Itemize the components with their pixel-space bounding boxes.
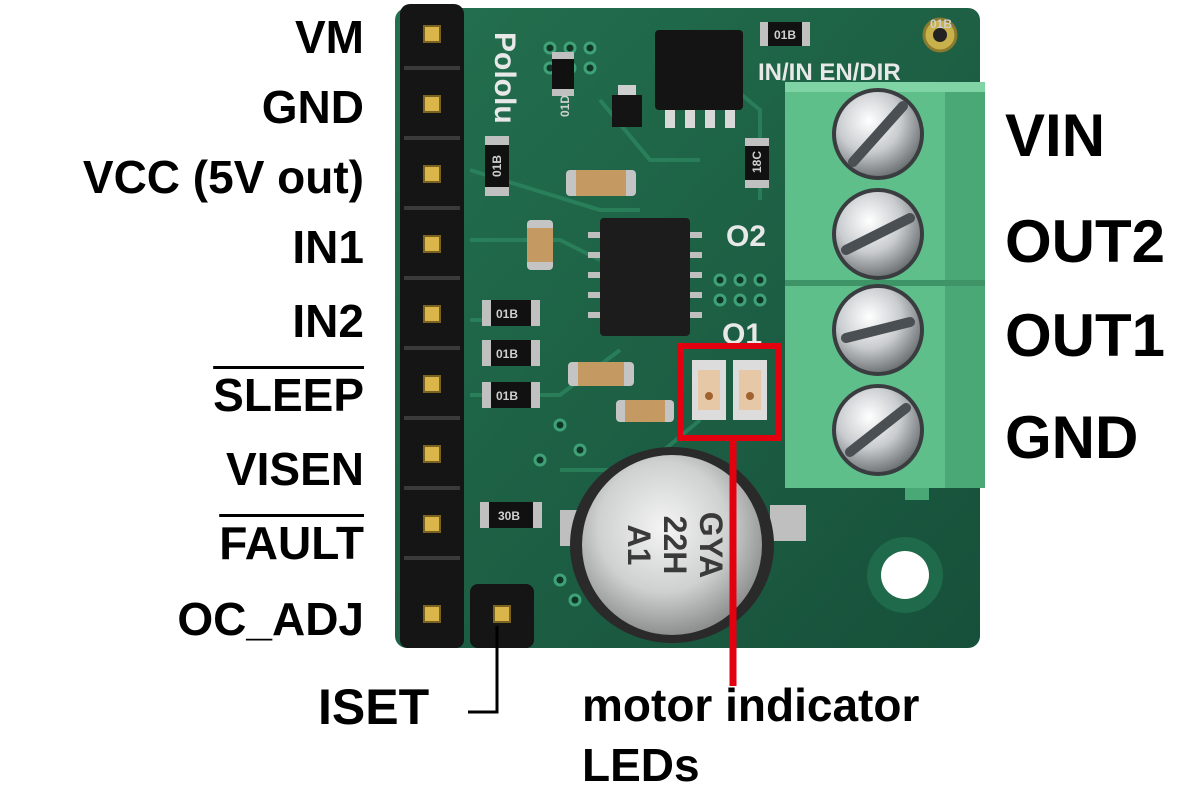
resistors xyxy=(480,22,810,528)
res-code-1: 01B xyxy=(774,28,796,42)
pin-label-gnd-left: GND xyxy=(261,81,364,133)
motor-indicator-leds xyxy=(692,360,767,420)
led-callout-box xyxy=(677,343,781,441)
terminal-label-gnd-right: GND xyxy=(1005,404,1139,471)
terminal-label-out1: OUT1 xyxy=(1005,302,1166,369)
pin-label-visen: VISEN xyxy=(225,443,364,495)
cap-marking-1: GYA xyxy=(693,512,729,578)
cap-marking-3: A1 xyxy=(621,525,657,566)
terminal-block xyxy=(785,82,985,500)
callout-line-1: motor indicator xyxy=(582,679,920,731)
res-code-4: 01B xyxy=(496,307,518,321)
pin-header-left xyxy=(400,4,464,604)
callout-line-2: LEDs xyxy=(582,739,700,791)
pin-label-iset: ISET xyxy=(318,679,430,735)
ceramic-capacitors xyxy=(527,170,674,422)
pin-label-sleep: SLEEP xyxy=(213,369,364,421)
silk-brand: Pololu xyxy=(488,32,521,124)
terminal-label-vin: VIN xyxy=(1005,102,1106,169)
driver-ic xyxy=(600,218,690,336)
cap-marking-2: 22H xyxy=(657,516,693,575)
pin-label-in2: IN2 xyxy=(292,295,364,347)
pin-header-bottom xyxy=(400,584,534,648)
pin-label-fault: FAULT xyxy=(219,517,364,569)
res-code-5: 01B xyxy=(496,347,518,361)
pcb-vias xyxy=(533,41,767,607)
res-code-3: 01B xyxy=(490,155,504,177)
res-code-8: 18C xyxy=(750,151,764,173)
top-ic xyxy=(655,30,743,110)
transistor xyxy=(612,95,642,127)
iset-lead-line xyxy=(468,626,499,714)
pin-label-vm: VM xyxy=(295,11,364,63)
silk-header-label: IN/IN EN/DIR xyxy=(758,59,901,86)
terminal-label-out2: OUT2 xyxy=(1005,208,1166,275)
silk-out2: O2 xyxy=(726,220,766,253)
res-code-2: 01D xyxy=(558,95,572,117)
pin-label-oc-adj: OC_ADJ xyxy=(177,593,364,645)
res-code-9: 01B xyxy=(930,17,952,31)
res-code-7: 30B xyxy=(498,509,520,523)
pin-label-vcc: VCC (5V out) xyxy=(82,151,364,203)
pin-label-in1: IN1 xyxy=(292,221,364,273)
res-code-6: 01B xyxy=(496,389,518,403)
